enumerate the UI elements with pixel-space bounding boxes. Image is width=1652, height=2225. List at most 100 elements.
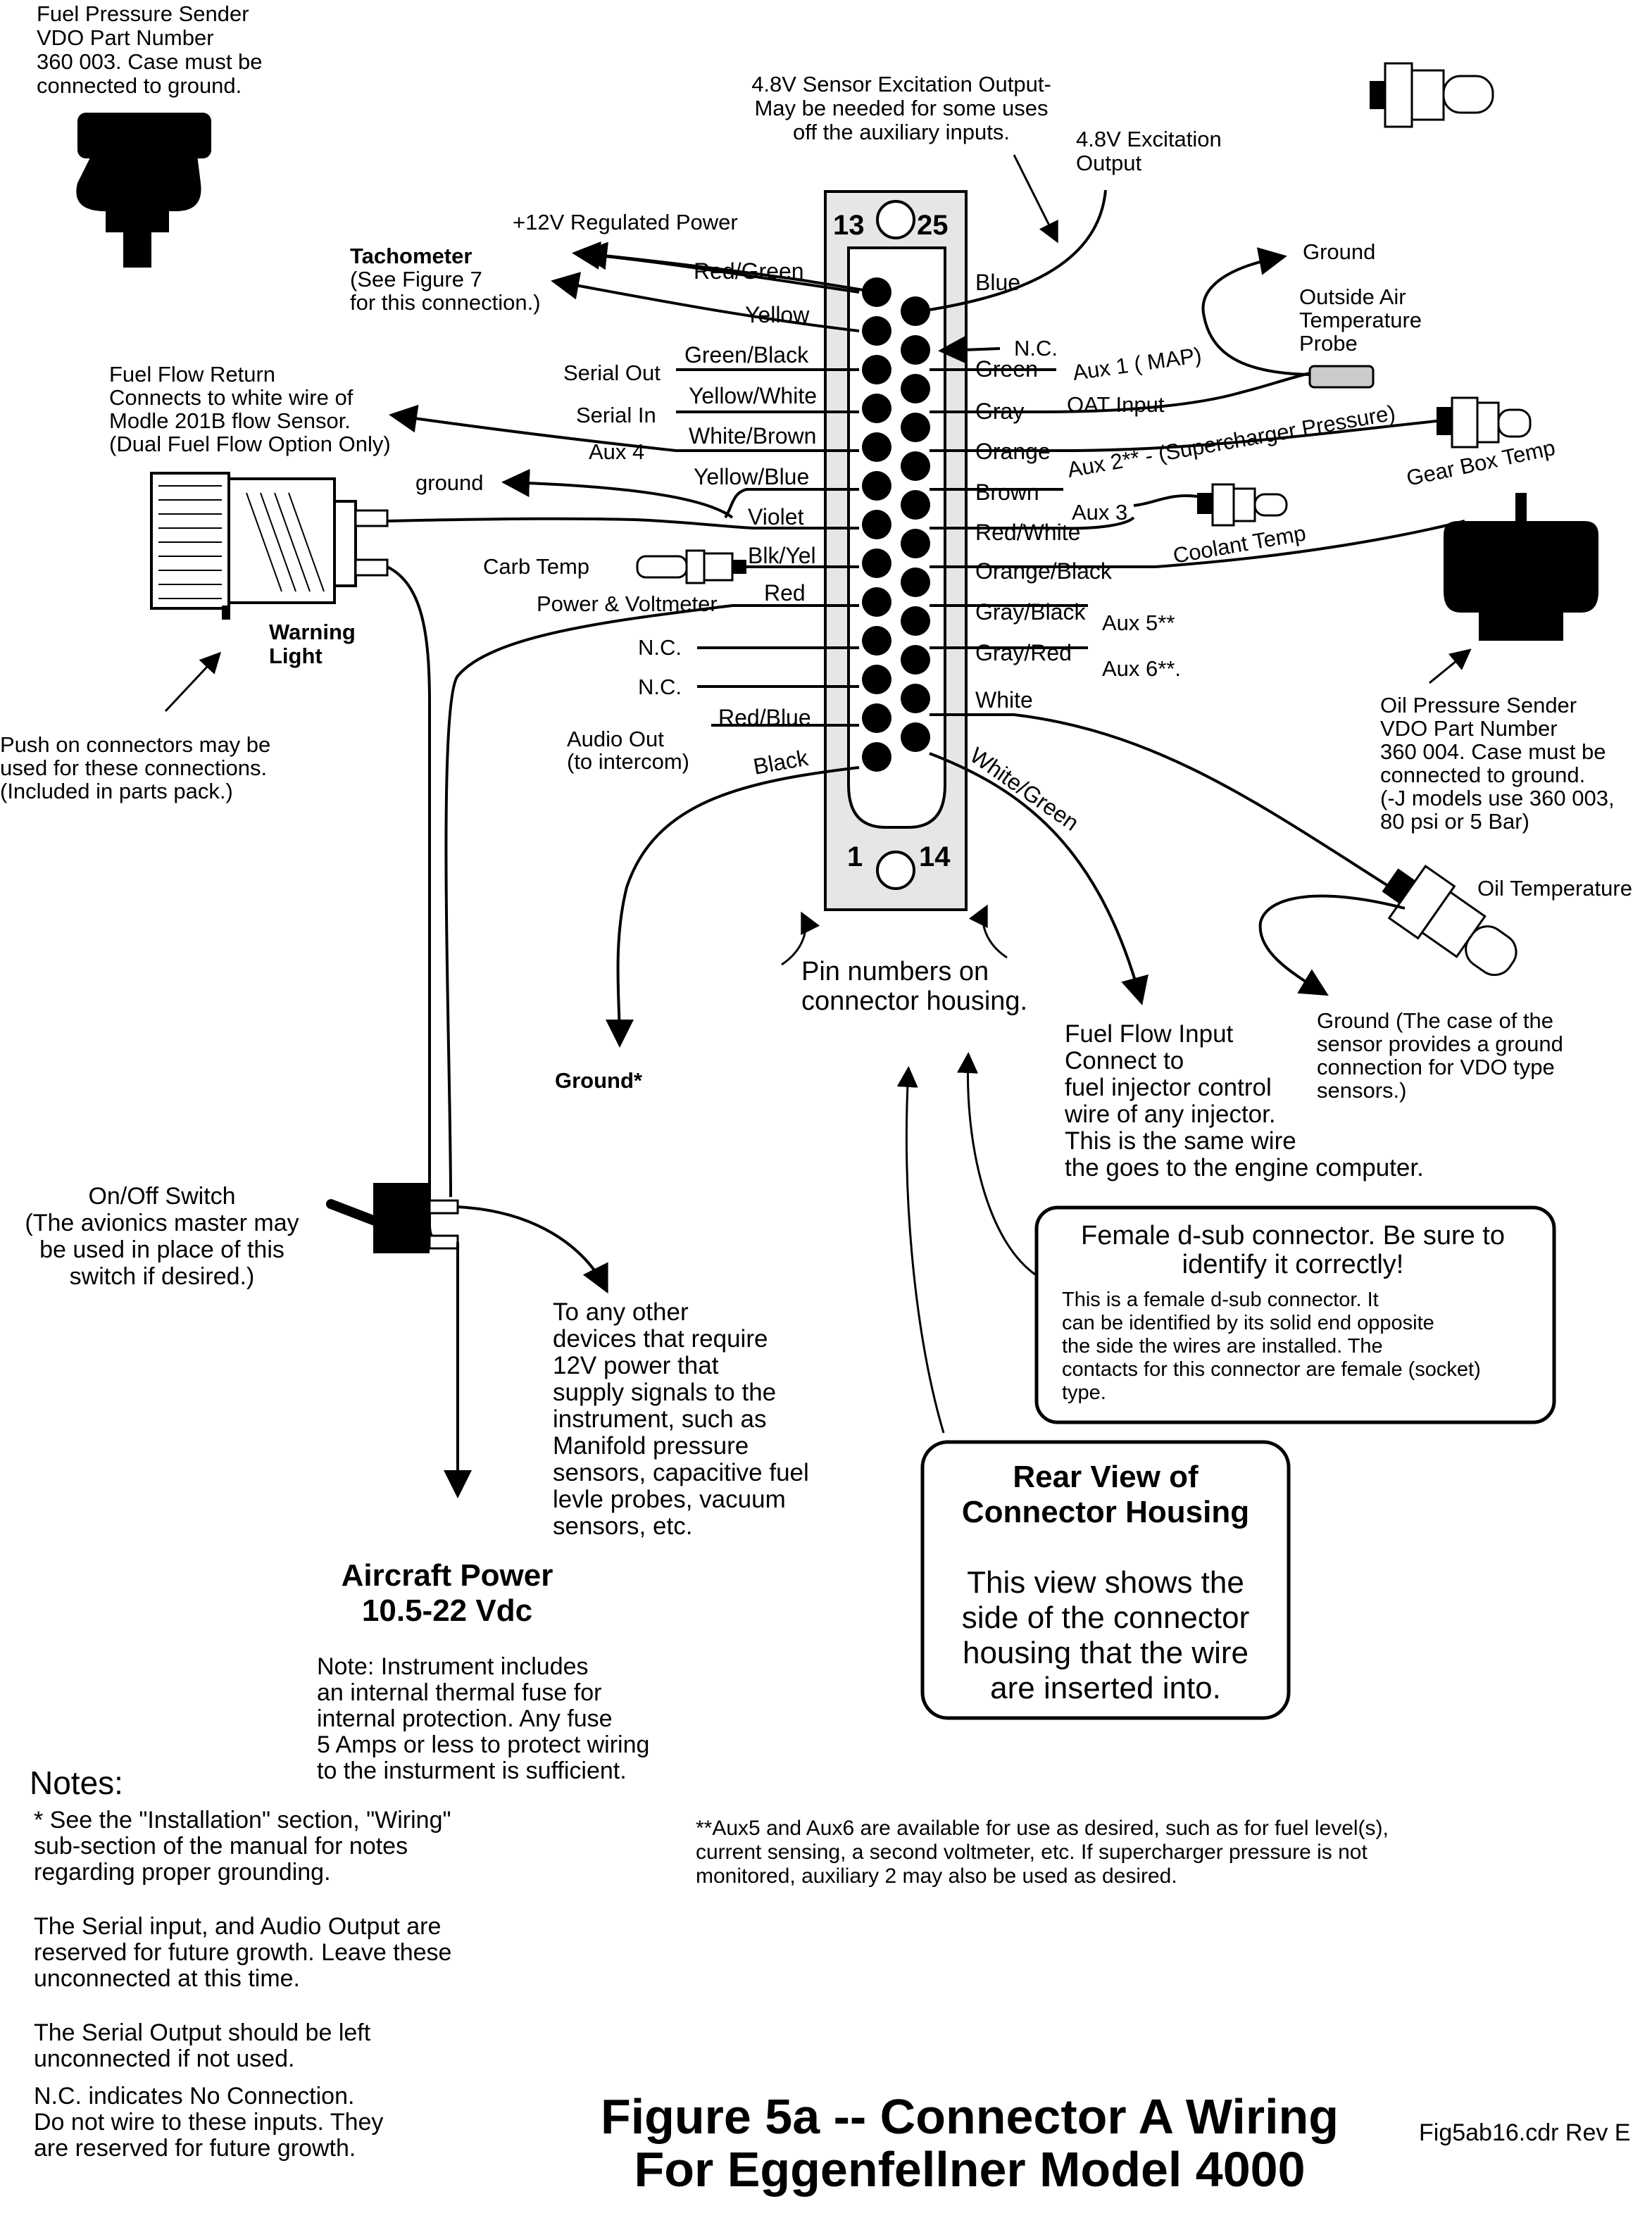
svg-text:Light: Light — [269, 644, 323, 668]
connector-pin — [901, 451, 930, 481]
connector-pin — [901, 568, 930, 597]
oil-pressure-sender-icon — [1444, 493, 1598, 641]
svg-text:for this connection.): for this connection.) — [350, 290, 541, 315]
svg-text:current sensing, a second volt: current sensing, a second voltmeter, etc… — [696, 1841, 1368, 1864]
connector-pin — [901, 606, 930, 636]
svg-text:Audio Out: Audio Out — [567, 727, 664, 751]
wire-color-yellow-blue: Yellow/Blue — [694, 464, 809, 489]
svg-text:connected to ground.: connected to ground. — [1380, 763, 1585, 787]
pin-label-14: 14 — [919, 841, 951, 872]
wire-color-white: White — [975, 687, 1033, 713]
svg-text:Note: Instrument includes: Note: Instrument includes — [317, 1653, 589, 1680]
serial-in-label: Serial In — [576, 403, 656, 427]
svg-text:Connector Housing: Connector Housing — [962, 1495, 1249, 1529]
warning-light-icon — [150, 472, 389, 620]
svg-text:VDO Part Number: VDO Part Number — [1380, 716, 1558, 741]
connector-pin — [901, 722, 930, 752]
svg-text:can be identified by its solid: can be identified by its solid end oppos… — [1062, 1312, 1434, 1334]
pin-label-13: 13 — [833, 210, 865, 241]
svg-text:Connect to: Connect to — [1065, 1047, 1184, 1074]
connector-pin — [901, 684, 930, 713]
svg-text:unconnected if not used.: unconnected if not used. — [34, 2045, 295, 2072]
wire-color-orange: Orange — [975, 439, 1051, 464]
audio-out-label: Audio Out (to intercom) — [567, 727, 689, 774]
wire-color-white-brown: White/Brown — [689, 423, 816, 449]
nc-label-right: N.C. — [1014, 336, 1058, 361]
svg-text:devices that require: devices that require — [553, 1325, 768, 1353]
pin-label-1: 1 — [847, 841, 863, 872]
svg-text:Pin numbers on: Pin numbers on — [801, 957, 989, 986]
connector-pin — [862, 432, 891, 462]
warning-light-label: Warning Light — [269, 620, 356, 668]
tachometer-label: Tachometer (See Figure 7 for this connec… — [350, 244, 541, 315]
svg-text:sub-section of the manual for: sub-section of the manual for notes — [34, 1833, 408, 1860]
oil-pressure-label: Oil Pressure Sender VDO Part Number 360 … — [1380, 693, 1615, 834]
connector-pin — [901, 490, 930, 520]
nc-label-2: N.C. — [638, 675, 682, 699]
svg-text:N.C. indicates No Connection.: N.C. indicates No Connection. — [34, 2083, 354, 2110]
wire-color-green: Green — [975, 356, 1038, 382]
svg-text:Female d-sub connector. Be sur: Female d-sub connector. Be sure to — [1081, 1221, 1505, 1251]
svg-text:Figure 5a -- Connector A Wirin: Figure 5a -- Connector A Wiring — [601, 2089, 1339, 2144]
ground-star-label: Ground* — [555, 1068, 643, 1093]
wire-color-red: Red — [764, 580, 806, 606]
file-reference: Fig5ab16.cdr Rev E — [1419, 2119, 1631, 2146]
female-dsub-callout: Female d-sub connector. Be sure to ident… — [1034, 1205, 1556, 1424]
connector-pin — [901, 529, 930, 558]
connector-pin — [901, 296, 930, 326]
svg-text:identify it correctly!: identify it correctly! — [1182, 1250, 1404, 1279]
on-off-switch-label: On/Off Switch (The avionics master may b… — [25, 1183, 299, 1290]
svg-text:Manifold pressure: Manifold pressure — [553, 1432, 749, 1460]
gearbox-label: Gear Box Temp — [1404, 435, 1557, 491]
svg-text:For Eggenfellner Model 4000: For Eggenfellner Model 4000 — [634, 2142, 1306, 2197]
temp-probe-icon — [1370, 62, 1494, 128]
svg-text:type.: type. — [1062, 1381, 1106, 1404]
push-on-note: Push on connectors may be used for these… — [0, 732, 270, 803]
svg-text:fuel injector control: fuel injector control — [1065, 1074, 1272, 1101]
svg-text:This view shows the: This view shows the — [967, 1565, 1244, 1600]
svg-text:Push on connectors may be: Push on connectors may be — [0, 732, 270, 757]
connector-pin — [901, 645, 930, 675]
right-wire-group: Blue Green Gray Orange Brown Red/White O… — [929, 189, 1465, 1005]
wire-color-gray: Gray — [975, 399, 1024, 424]
svg-text:Temperature: Temperature — [1299, 308, 1422, 332]
svg-text:On/Off Switch: On/Off Switch — [88, 1183, 235, 1210]
wire-color-yellow: Yellow — [745, 302, 810, 327]
svg-text:This is a female d-sub connect: This is a female d-sub connector. It — [1062, 1289, 1379, 1311]
svg-text:to the insturment is sufficien: to the insturment is sufficient. — [317, 1757, 627, 1784]
oil-temperature-label: Oil Temperature — [1477, 876, 1632, 901]
wire-color-red-blue: Red/Blue — [718, 705, 811, 730]
carb-temp-label: Carb Temp — [483, 554, 589, 579]
wire-color-red-green: Red/Green — [694, 258, 804, 284]
connector-pin — [862, 742, 891, 772]
wire-color-brown: Brown — [975, 480, 1039, 505]
wire-color-red-white: Red/White — [975, 520, 1080, 545]
svg-text:supply signals to the: supply signals to the — [553, 1379, 776, 1406]
wire-color-yellow-white: Yellow/White — [689, 383, 817, 408]
svg-text:(The avionics master may: (The avionics master may — [25, 1210, 299, 1236]
connector-pin — [901, 413, 930, 442]
svg-text:Outside Air: Outside Air — [1299, 284, 1406, 309]
svg-text:4.8V Excitation: 4.8V Excitation — [1076, 127, 1222, 151]
oat-input-label: OAT Input — [1067, 392, 1165, 417]
fuel-flow-return-label: Fuel Flow Return Connects to white wire … — [109, 362, 391, 456]
excitation-note: 4.8V Sensor Excitation Output- May be ne… — [751, 72, 1051, 144]
svg-text:housing that the wire: housing that the wire — [963, 1636, 1249, 1670]
svg-text:This is the same wire: This is the same wire — [1065, 1127, 1296, 1155]
connector-pin — [862, 549, 891, 578]
left-wire-group: Red/Green Yellow Green/Black Yellow/Whit… — [383, 241, 877, 1198]
ground-small-label: ground — [415, 470, 484, 495]
svg-text:* See the "Installation" secti: * See the "Installation" section, "Wirin… — [34, 1807, 451, 1834]
wire-color-gray-red: Gray/Red — [975, 640, 1072, 665]
svg-text:connection for VDO type: connection for VDO type — [1317, 1055, 1555, 1079]
connector-pin — [862, 316, 891, 346]
svg-text:360 003. Case must be: 360 003. Case must be — [37, 49, 263, 74]
svg-text:instrument, such as: instrument, such as — [553, 1405, 766, 1433]
aircraft-power-label: Aircraft Power 10.5-22 Vdc — [342, 1558, 553, 1628]
svg-text:are reserved for future growth: are reserved for future growth. — [34, 2135, 356, 2162]
svg-text:Tachometer: Tachometer — [350, 244, 472, 268]
oat-probe-label: Outside Air Temperature Probe — [1299, 284, 1422, 356]
aux6-label: Aux 6**. — [1102, 656, 1181, 681]
svg-text:4.8V Sensor Excitation Output-: 4.8V Sensor Excitation Output- — [751, 72, 1051, 96]
carb-temp-sensor-icon — [636, 549, 746, 584]
